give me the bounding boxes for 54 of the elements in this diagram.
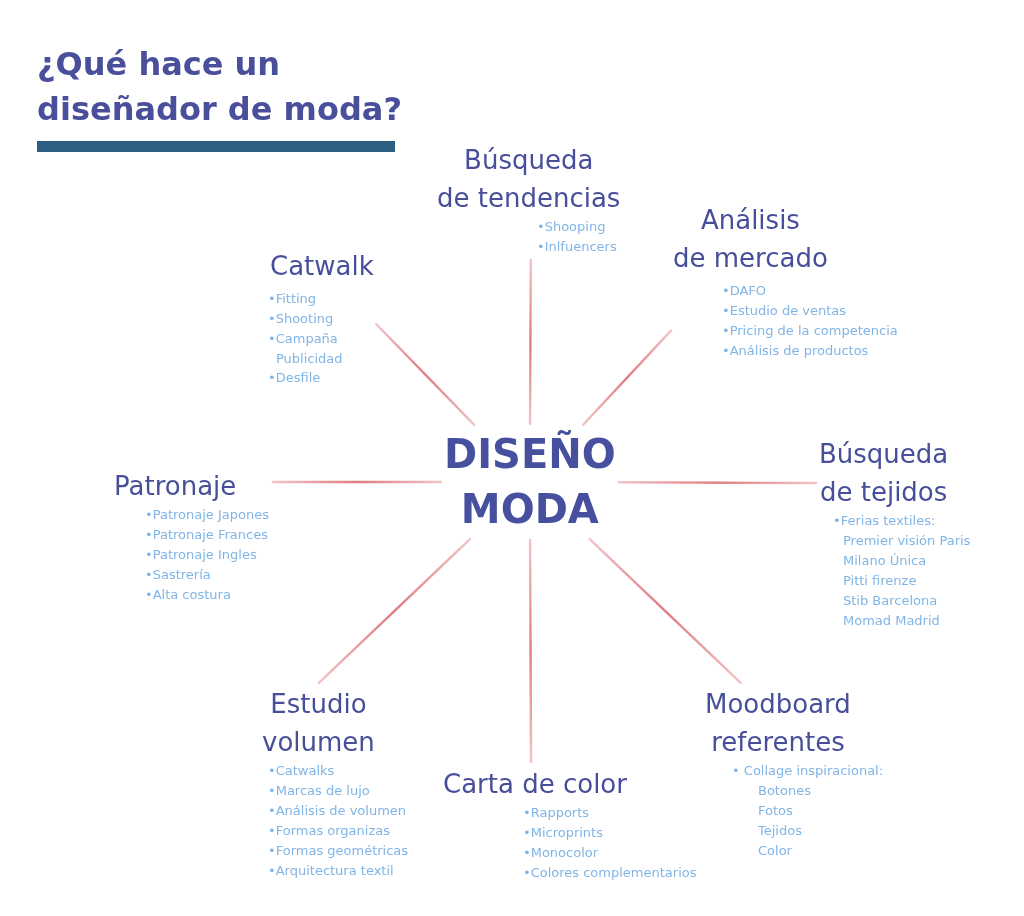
- list-item: •Desfile: [268, 369, 322, 387]
- list-item: •Formas organizas: [268, 822, 391, 840]
- connector-line: [271, 480, 443, 484]
- list-item: •Monocolor: [523, 844, 600, 862]
- list-item: •Inlfuencers: [537, 238, 618, 256]
- list-item: •Colores complementarios: [523, 864, 698, 882]
- connector-line: [581, 329, 673, 426]
- list-item: •Formas geométricas: [268, 842, 410, 860]
- list-item: Milano Única: [843, 552, 928, 570]
- list-item: •Pricing de la competencia: [722, 322, 899, 340]
- central-topic: DISEÑO MODA: [444, 427, 616, 537]
- list-item: • Collage inspiracional:: [732, 762, 885, 780]
- list-item: Tejidos: [758, 822, 803, 840]
- branch-heading: Estudio volumen: [262, 688, 375, 759]
- list-item: •DAFO: [722, 282, 768, 300]
- list-item: •Patronaje Frances: [145, 526, 269, 544]
- list-item: Fotos: [758, 802, 794, 820]
- list-item: •Shooping: [537, 218, 607, 236]
- connector-line: [617, 481, 818, 485]
- list-item: Botones: [758, 782, 812, 800]
- list-item: •Sastrería: [145, 566, 212, 584]
- list-item: •Fitting: [268, 290, 318, 308]
- list-item: •Arquitectura textil: [268, 862, 395, 880]
- list-item: •Patronaje Ingles: [145, 546, 258, 564]
- list-item: Pitti firenze: [843, 572, 918, 590]
- branch-heading: Análisis de mercado: [673, 204, 828, 275]
- list-item: Momad Madrid: [843, 612, 941, 630]
- connector-line: [317, 537, 472, 685]
- connector-line: [528, 538, 533, 764]
- branch-heading: Búsqueda de tejidos: [819, 438, 949, 509]
- list-item: •Catwalks: [268, 762, 336, 780]
- list-item: •Estudio de ventas: [722, 302, 848, 320]
- connector-line: [374, 322, 476, 427]
- branch-heading: Búsqueda de tendencias: [437, 144, 621, 215]
- list-item: Premier visión Paris: [843, 532, 972, 550]
- list-item: •Shooting: [268, 310, 335, 328]
- branch-heading: Catwalk: [270, 250, 374, 283]
- connector-line: [588, 537, 742, 685]
- branch-heading: Carta de color: [443, 768, 627, 801]
- connector-line: [528, 258, 532, 426]
- branch-heading: Patronaje: [114, 470, 237, 503]
- diagram-title: ¿Qué hace un diseñador de moda?: [37, 44, 403, 130]
- branch-heading: Moodboard referentes: [705, 688, 851, 759]
- list-item: •Alta costura: [145, 586, 232, 604]
- list-item: •Marcas de lujo: [268, 782, 371, 800]
- list-item: •Análisis de volumen: [268, 802, 408, 820]
- list-item: Color: [758, 842, 793, 860]
- list-item: Stib Barcelona: [843, 592, 939, 610]
- list-item: •Patronaje Japones: [145, 506, 270, 524]
- list-item: •Microprints: [523, 824, 604, 842]
- list-item: •Rapports: [523, 804, 591, 822]
- list-item: •Ferias textiles:: [833, 512, 937, 530]
- list-item: •Campaña Publicidad: [268, 330, 344, 368]
- list-item: •Análisis de productos: [722, 342, 870, 360]
